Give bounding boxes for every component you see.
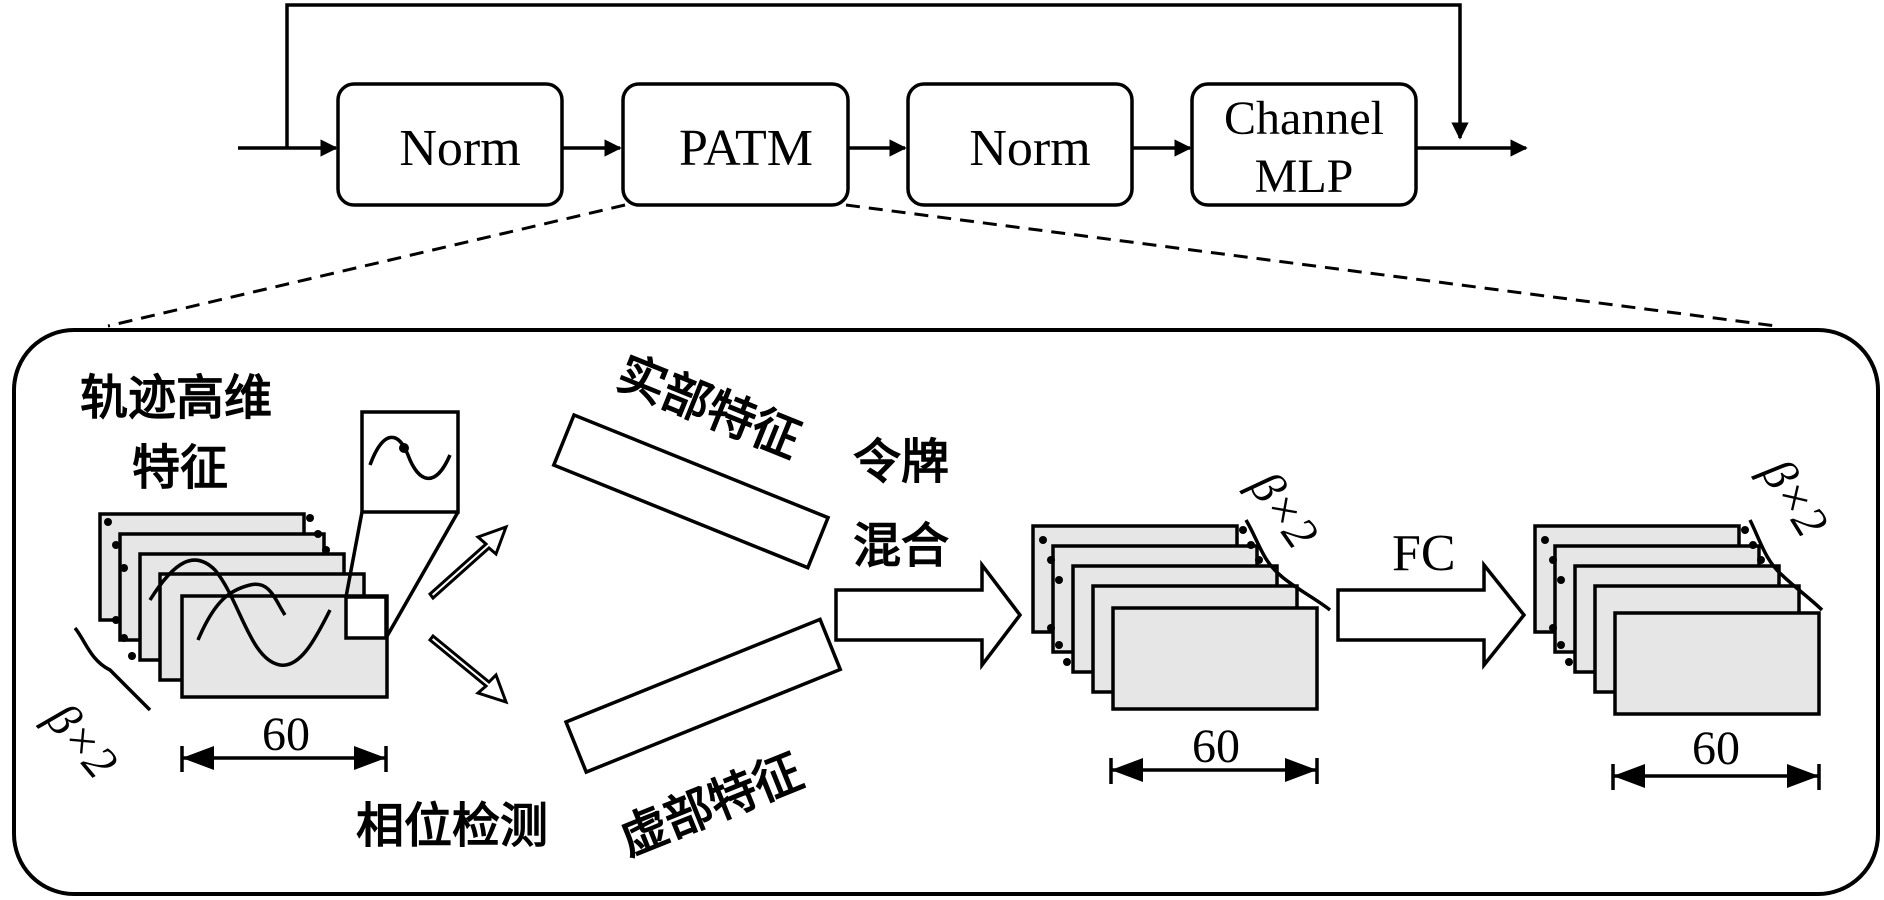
phase-detection-label: 相位检测 bbox=[356, 798, 548, 854]
real-feature-branch: 实部特征 bbox=[551, 345, 831, 570]
imag-feature-label: 虚部特征 bbox=[612, 743, 811, 867]
split-arrow-up bbox=[427, 524, 509, 601]
phase-point bbox=[399, 443, 409, 453]
beta-brace-mid bbox=[1244, 519, 1332, 612]
zoom-connector bbox=[384, 511, 460, 639]
dim-arrowhead-right bbox=[354, 746, 386, 770]
zoom-line-left bbox=[107, 203, 626, 328]
traj-feature-label-line1: 轨迹高维 bbox=[80, 370, 272, 426]
dim-arrowhead-left bbox=[1111, 758, 1143, 782]
trajectory-waveform bbox=[148, 558, 332, 667]
patm-detail-panel bbox=[12, 328, 1880, 896]
imag-feature-bar bbox=[563, 617, 843, 775]
dim-label-right: 60 bbox=[1692, 722, 1740, 775]
dim-label-mid: 60 bbox=[1192, 720, 1240, 773]
zoom-cutout bbox=[344, 595, 388, 640]
zoom-line-right bbox=[845, 203, 1777, 328]
beta-brace-left bbox=[73, 626, 152, 712]
imag-feature-branch: 虚部特征 bbox=[563, 617, 843, 867]
dim-arrowhead-left bbox=[1613, 764, 1645, 788]
stack-dots bbox=[104, 514, 330, 660]
stack-dots bbox=[1541, 526, 1765, 666]
zoom-waveform bbox=[368, 435, 452, 480]
real-feature-bar bbox=[551, 412, 831, 570]
token-mix-label-line2: 混合 bbox=[853, 518, 949, 574]
top-pipeline: Norm PATM Norm Channel MLP bbox=[238, 3, 1528, 207]
norm-block-1 bbox=[336, 82, 564, 207]
fc-arrow bbox=[1336, 560, 1527, 670]
feature-map-front bbox=[1613, 611, 1821, 716]
zoom-connector bbox=[344, 511, 364, 598]
channel-mlp-label-line1: Channel bbox=[1224, 92, 1384, 145]
fc-label: FC bbox=[1392, 525, 1456, 582]
patm-block bbox=[621, 82, 850, 207]
dim-arrowhead-right bbox=[1787, 764, 1819, 788]
norm-block-1-label: Norm bbox=[399, 120, 520, 177]
dim-arrowhead-left bbox=[182, 746, 214, 770]
norm-block-2 bbox=[906, 82, 1134, 207]
beta-brace-right bbox=[1748, 519, 1824, 612]
token-mix-label-line1: 令牌 bbox=[853, 434, 949, 490]
skip-connection bbox=[285, 3, 1469, 148]
stack-dots bbox=[1039, 526, 1263, 666]
beta-label-left: β×2 bbox=[35, 692, 128, 788]
trajectory-feature-stack: 轨迹高维 特征 β×2 60 相位检测 bbox=[35, 370, 548, 854]
output-feature-stack: β×2 60 bbox=[1533, 449, 1838, 790]
token-mix-arrow bbox=[834, 559, 1023, 671]
dim-arrowhead-right bbox=[1285, 758, 1317, 782]
split-arrow-down bbox=[427, 633, 509, 705]
feature-map-front bbox=[1111, 606, 1319, 711]
trajectory-waveform-2 bbox=[196, 582, 287, 641]
mixed-feature-stack: β×2 60 bbox=[1031, 461, 1332, 784]
beta-label-right: β×2 bbox=[1750, 449, 1838, 546]
dim-label-left: 60 bbox=[262, 708, 310, 761]
patm-block-label: PATM bbox=[679, 120, 813, 177]
traj-feature-label-line2: 特征 bbox=[132, 440, 228, 496]
norm-block-2-label: Norm bbox=[969, 120, 1090, 177]
channel-mlp-label-line2: MLP bbox=[1255, 150, 1354, 203]
channel-mlp-block bbox=[1190, 82, 1418, 207]
